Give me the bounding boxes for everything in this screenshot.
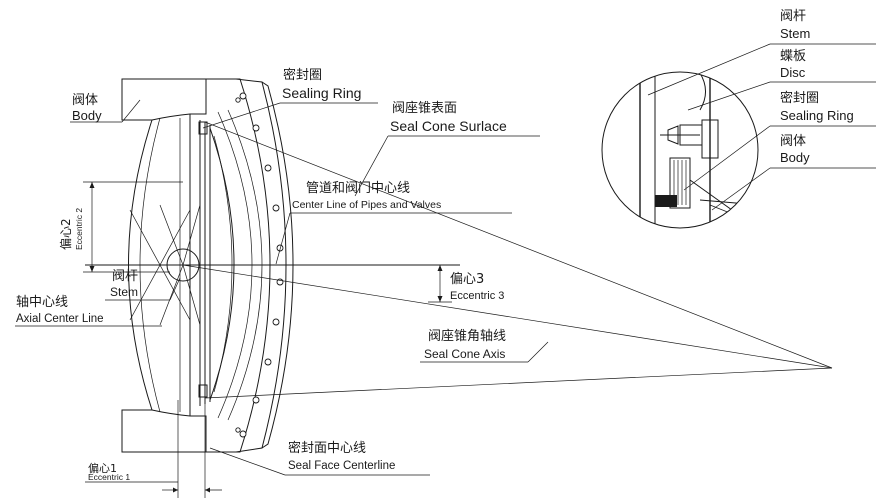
label-seal-cone-surface-zh: 阀座锥表面 [392, 101, 457, 116]
label-eccentric3-en: Eccentric 3 [450, 290, 504, 302]
label-sealing-ring-zh: 密封圈 [283, 67, 322, 83]
label-eccentric1-zh: 偏心1 [88, 461, 117, 475]
label-eccentric2-en: Eccentric 2 [74, 208, 84, 250]
label-center-line-zh: 管道和阀门中心线 [306, 181, 410, 196]
flange-bolt-holes [235, 92, 284, 438]
label-body-zh: 阀体 [72, 93, 98, 108]
label-eccentric2-zh: 偏心2 [58, 218, 73, 250]
label-stem-zh: 阀杆 [112, 269, 138, 284]
detail-disc-en: Disc [780, 65, 806, 80]
label-seal-cone-axis-zh: 阀座锥角轴线 [428, 329, 506, 344]
label-body-en: Body [72, 108, 102, 123]
detail-body-en: Body [780, 150, 810, 165]
detail-view [601, 43, 876, 229]
label-seal-face-zh: 密封面中心线 [288, 440, 366, 456]
detail-sealing-ring-en: Sealing Ring [780, 108, 854, 123]
detail-disc-zh: 蝶板 [780, 49, 806, 64]
label-seal-cone-axis-en: Seal Cone Axis [424, 347, 505, 361]
label-seal-face-en: Seal Face Centerline [288, 460, 395, 472]
detail-body-zh: 阀体 [780, 134, 806, 149]
detail-circle [601, 71, 759, 229]
label-seal-cone-surface-en: Seal Cone Surlace [390, 118, 507, 134]
detail-stem-en: Stem [780, 26, 810, 41]
detail-stem-zh: 阀杆 [780, 9, 806, 24]
label-eccentric3-zh: 偏心3 [450, 272, 484, 287]
label-center-line-en: Center Line of Pipes and Valves [292, 199, 441, 211]
text-labels: 阀体 Body 密封圈 Sealing Ring 阀座锥表面 Seal Cone… [16, 9, 854, 482]
label-axial-center-zh: 轴中心线 [16, 295, 68, 310]
center-lines [83, 121, 833, 498]
label-eccentric1-en: Eccentric 1 [88, 472, 130, 482]
label-axial-center-en: Axial Center Line [16, 313, 104, 325]
label-stem-en: Stem [110, 285, 138, 299]
leader-lines [15, 99, 549, 483]
label-sealing-ring-en: Sealing Ring [282, 85, 361, 101]
detail-sealing-ring-zh: 密封圈 [780, 90, 819, 106]
